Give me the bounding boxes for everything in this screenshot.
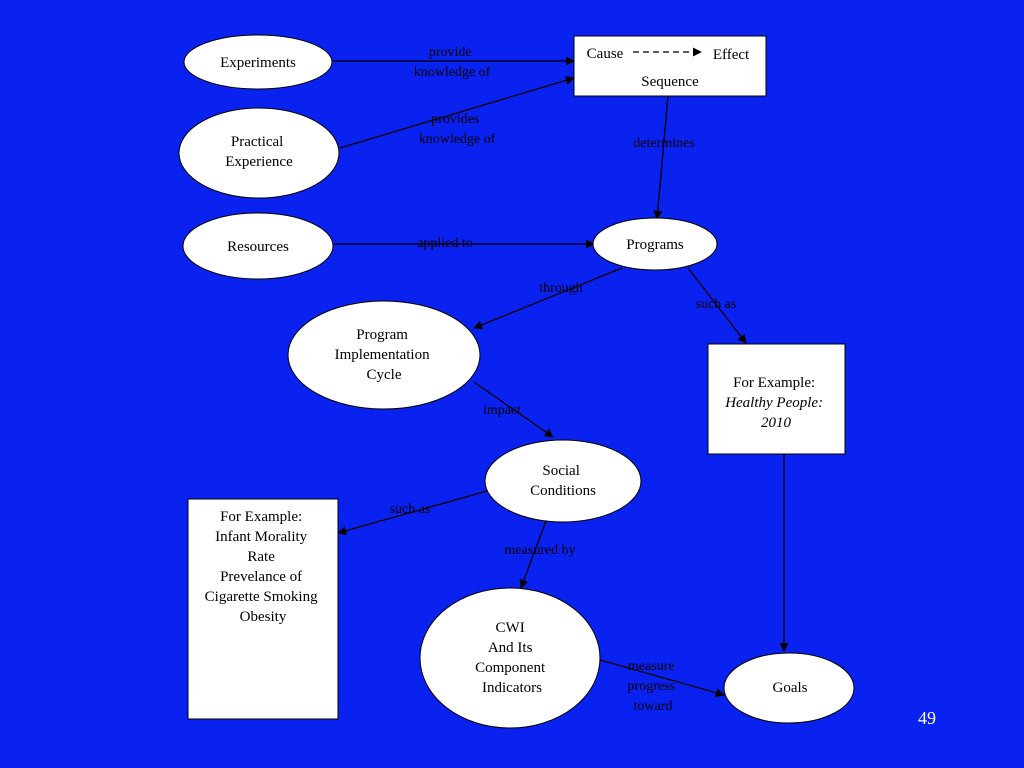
edge-programs-to-healthy-people [687, 267, 747, 344]
edge-label-such-as-social: such as [390, 502, 431, 517]
edge-cycle-to-social [473, 381, 554, 438]
edge-label-such-as-programs: such as [696, 297, 737, 312]
goals-node [723, 652, 855, 724]
experiments-node [183, 34, 333, 90]
edge-practical-to-cause-effect [339, 75, 575, 149]
goals-label: Goals [773, 680, 808, 696]
program-implementation-cycle-node [287, 300, 481, 410]
cwi-label: CWI And Its Component Indicators [475, 620, 549, 696]
edge-label-provides-knowledge: provides knowledge of [419, 112, 496, 147]
resources-label: Resources [227, 239, 289, 255]
cause-label: Cause [587, 46, 624, 62]
edge-label-provide-knowledge: provide knowledge of [414, 45, 491, 80]
examples-box-label: For Example: Infant Morality Rate Prevel… [205, 509, 322, 625]
social-conditions-label: Social Conditions [530, 463, 596, 499]
cause-effect-box [573, 35, 767, 97]
practical-experience-label: Practical Experience [225, 134, 293, 170]
social-conditions-node [484, 439, 642, 523]
edge-label-impact: impact [483, 403, 521, 418]
edge-label-through: through [539, 281, 583, 296]
edge-programs-to-cycle [473, 267, 623, 330]
connectors [333, 56, 789, 698]
edge-label-determines: determines [633, 136, 694, 151]
sequence-label: Sequence [641, 74, 699, 90]
programs-node [592, 217, 718, 271]
practical-experience-node [178, 107, 340, 199]
node-shapes [178, 34, 855, 729]
program-implementation-cycle-label: Program Implementation Cycle [335, 327, 434, 383]
healthy-people-label: For Example: Healthy People: 2010 [724, 375, 827, 431]
experiments-label: Experiments [220, 55, 296, 71]
resources-node [182, 212, 334, 280]
effect-label: Effect [713, 47, 750, 63]
programs-label: Programs [626, 237, 684, 253]
cwi-node [419, 587, 601, 729]
edge-label-measure-progress: measure progress toward [628, 659, 679, 714]
edge-social-to-cwi [519, 520, 547, 589]
edge-label-measured-by: measured by [504, 543, 575, 558]
edge-label-applied-to: applied to [417, 236, 473, 251]
edge-social-to-examples [337, 490, 488, 536]
slide-number: 49 [918, 708, 936, 728]
healthy-people-box [707, 343, 846, 455]
edge-cause-effect-to-programs [653, 95, 669, 220]
edge-cwi-to-goals [599, 659, 725, 698]
examples-box [187, 498, 339, 720]
